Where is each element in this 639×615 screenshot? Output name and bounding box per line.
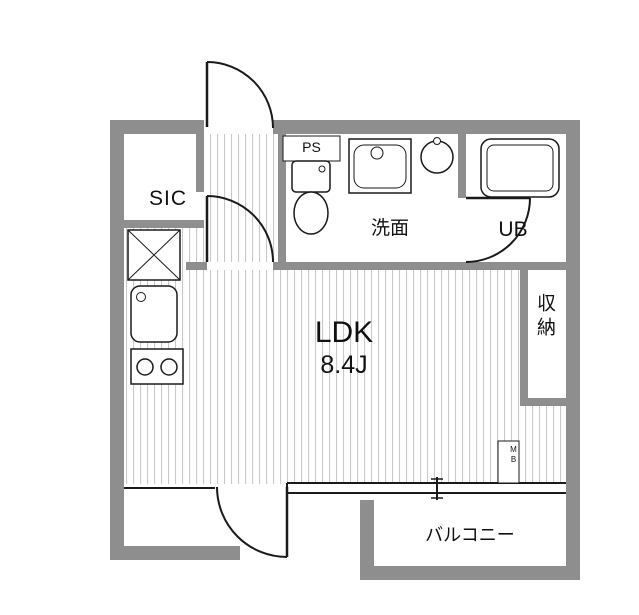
wall-sic-bottom [124,220,204,228]
kitchen-sink [130,285,178,343]
label-unit-bath: UB [498,218,528,241]
label-ldk-name: LDK [314,316,374,349]
toilet-bowl [293,191,329,235]
bathtub [480,138,560,198]
wall-storage-left [520,270,528,406]
wall-balcony-left [360,500,374,570]
wall-right [566,120,580,580]
hall-door-arc [206,195,274,263]
windows [124,482,566,494]
vanity-sink [348,138,412,194]
kitchen-faucet [136,292,146,302]
label-meter-box: MB [509,445,518,465]
meter-box-outline [497,440,520,484]
label-washroom: 洗面 [370,218,409,239]
entrance-door [205,61,274,129]
vanity-faucet [370,146,384,160]
entrance-door-arc [206,61,274,129]
vanity-basin [353,144,407,189]
wall-bath-bottom [458,262,580,270]
wall-washroom-bottom [278,262,466,270]
wall-washroom-left [278,134,286,262]
toilet-tank [291,160,331,193]
terrace-door-arc [216,486,288,558]
terrace-door [216,486,289,558]
floors [124,134,566,484]
ps-shaft [282,135,341,162]
ldk-floor [124,270,520,484]
walls [110,120,580,580]
wash-basin-faucet [433,137,441,145]
wall-hall-stub-left [186,262,207,270]
hall-door [205,195,274,263]
meter-box [497,440,520,484]
wall-hall-stub-right [273,262,278,270]
stove-burner-right [160,358,178,376]
toilet [291,160,331,235]
bath-door-arc [465,197,531,263]
wall-bottom-left [110,546,240,560]
bath-door [465,196,531,263]
label-ps: PS [302,139,321,155]
ldk-floor-right [520,406,566,484]
stove-burner-left [136,358,154,376]
window-divider-tick [431,477,443,500]
stove [130,348,184,385]
wall-top-right [273,120,580,134]
toilet-button [318,165,326,173]
wall-balcony-bottom [360,566,580,580]
bathtub-inner [486,144,554,192]
label-ldk-size: 8.4J [320,350,368,379]
wall-storage-bottom [520,398,566,406]
label-balcony: バルコニー [425,525,515,545]
refrigerator-space [127,229,181,281]
label-storage: 収納 [534,293,555,341]
refrigerator-cross [127,229,181,281]
wash-basin [420,137,454,174]
wall-left [110,120,124,560]
wall-top-left [110,120,204,134]
hall-floor [204,134,278,262]
ps-shaft-box [282,135,341,162]
wall-bath-left [458,134,466,198]
wash-basin-bowl [420,140,454,174]
wall-sic-right [196,134,204,192]
label-sic: SIC [148,187,187,210]
label-ldk: LDK 8.4J [275,316,413,379]
